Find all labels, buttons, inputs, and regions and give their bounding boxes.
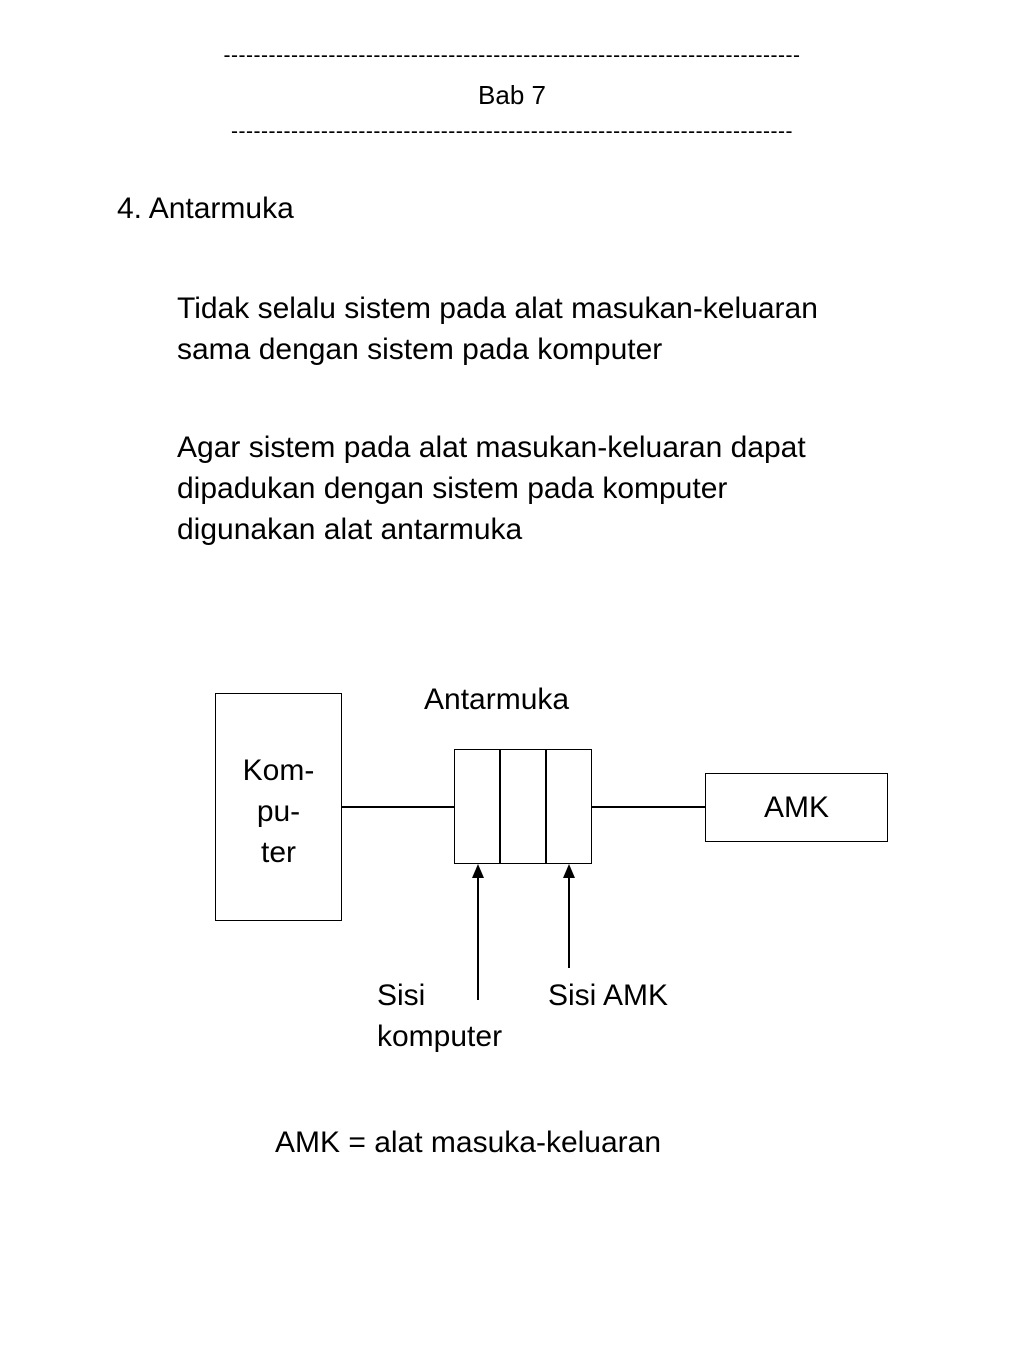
header-rule-bottom: ----------------------------------------… [231, 120, 793, 143]
computer-label-line: pu- [256, 795, 301, 828]
interface-divider [499, 749, 501, 864]
paragraph-line: digunakan alat antarmuka [177, 513, 523, 546]
arrow-computer-side-head [472, 864, 484, 878]
interface-label: Antarmuka [424, 683, 570, 716]
paragraph-line: Tidak selalu sistem pada alat masukan-ke… [177, 292, 818, 325]
paragraph-line: dipadukan dengan sistem pada komputer [177, 472, 728, 505]
interface-divider [545, 749, 547, 864]
computer-label: Kom- pu- ter [215, 750, 342, 873]
side-computer-label: Sisi komputer [377, 975, 502, 1057]
arrow-device-side-head [563, 864, 575, 878]
device-box [705, 773, 888, 842]
interface-box [454, 749, 592, 864]
computer-label-line: Kom- [242, 754, 315, 787]
connector-interface-device [592, 806, 706, 808]
header-rule-top: ----------------------------------------… [223, 44, 801, 67]
connector-computer-interface [342, 806, 455, 808]
computer-label-line: ter [260, 836, 296, 869]
arrow-device-side [568, 876, 570, 968]
device-label: AMK [763, 791, 829, 824]
side-computer-line: komputer [377, 1020, 503, 1053]
paragraph-2: Agar sistem pada alat masukan-keluaran d… [177, 427, 977, 550]
paragraph-1: Tidak selalu sistem pada alat masukan-ke… [177, 288, 977, 370]
paragraph-line: Agar sistem pada alat masukan-keluaran d… [177, 431, 806, 464]
chapter-heading: Bab 7 [478, 80, 546, 110]
computer-box [215, 693, 342, 921]
section-title: 4. Antarmuka [117, 192, 294, 225]
diagram-legend: AMK = alat masuka-keluaran [275, 1126, 662, 1159]
arrow-computer-side [477, 876, 479, 1000]
paragraph-line: sama dengan sistem pada komputer [177, 333, 663, 366]
side-device-label: Sisi AMK [548, 979, 669, 1012]
side-computer-line: Sisi [377, 979, 426, 1012]
